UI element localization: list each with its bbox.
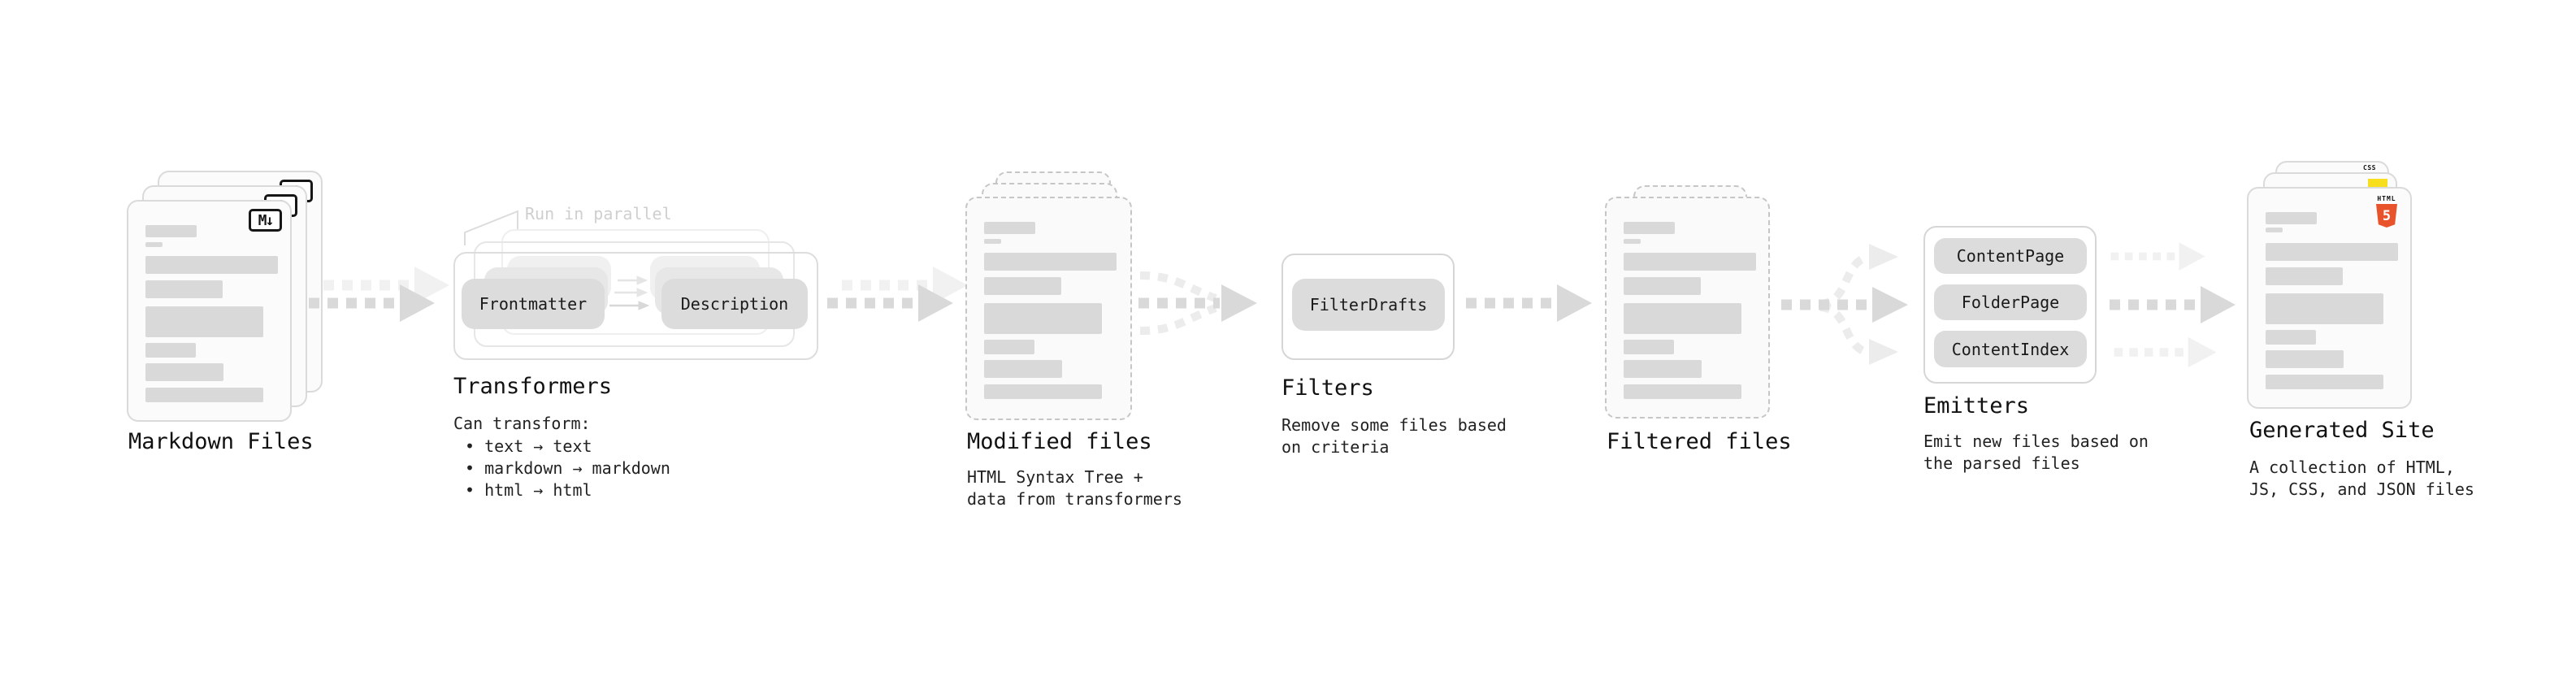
javascript-icon <box>2368 179 2387 189</box>
emitter-pill-contentindex: ContentIndex <box>1934 331 2087 367</box>
desc-line: the parsed files <box>1923 453 2080 473</box>
modified-files-desc: HTML Syntax Tree + data from transformer… <box>967 466 1182 510</box>
filters-label: Filters <box>1281 375 1374 401</box>
flow-arrow-icon <box>2108 280 2238 329</box>
doc-placeholder-lines <box>984 222 1117 419</box>
transformers-bullet-list: text → text markdown → markdown html → h… <box>463 436 670 501</box>
emitter-pill-folderpage: FolderPage <box>1934 284 2087 320</box>
markdown-files-label: Markdown Files <box>128 429 314 454</box>
flow-arrow-icon <box>307 279 437 327</box>
fan-in-arrow-icon <box>1138 271 1257 335</box>
doc-placeholder-lines <box>2266 212 2393 228</box>
flow-arrow-icon <box>826 279 956 327</box>
html5-icon: HTML 5 <box>2373 195 2400 228</box>
callout-line <box>464 210 518 245</box>
generated-site-stack: CSS HTML 5 <box>2247 161 2442 413</box>
doc-placeholder-lines <box>2266 228 2398 407</box>
modified-file-card-front <box>965 197 1132 420</box>
markdown-files-stack: M↓ M↓ M↓ <box>127 171 338 423</box>
filters-desc: Remove some files based on criteria <box>1281 414 1507 458</box>
emitters-label: Emitters <box>1923 393 2030 419</box>
run-in-parallel-annotation: Run in parallel <box>525 204 672 223</box>
desc-line: HTML Syntax Tree + <box>967 467 1143 487</box>
bullet-item: text → text <box>463 436 670 458</box>
desc-line: data from transformers <box>967 489 1182 509</box>
emitter-pill-contentpage: ContentPage <box>1934 238 2087 274</box>
transformers-label: Transformers <box>453 374 613 399</box>
css-icon-word: CSS <box>2363 164 2376 171</box>
generated-site-label: Generated Site <box>2249 418 2435 443</box>
bullet-item: html → html <box>463 479 670 501</box>
generated-file-card-front: HTML 5 <box>2247 187 2412 409</box>
flow-arrow-ghost-icon <box>2113 332 2218 372</box>
bullet-item: markdown → markdown <box>463 458 670 479</box>
transformer-pill-description: Description <box>661 279 808 329</box>
markdown-icon: M↓ <box>249 209 282 232</box>
desc-line: A collection of HTML, <box>2249 458 2455 477</box>
html5-icon-word: HTML <box>2377 195 2396 202</box>
transformer-pill-frontmatter: Frontmatter <box>462 279 605 329</box>
filtered-file-card-front <box>1605 197 1770 419</box>
filtered-files-label: Filtered files <box>1607 429 1792 454</box>
desc-line: on criteria <box>1281 437 1390 457</box>
generated-site-desc: A collection of HTML, JS, CSS, and JSON … <box>2249 457 2474 501</box>
flow-arrow-icon <box>1464 279 1594 327</box>
markdown-file-card-front: M↓ <box>127 200 292 422</box>
transformer-frame-front <box>453 252 818 360</box>
desc-line: JS, CSS, and JSON files <box>2249 479 2474 499</box>
desc-line: Remove some files based <box>1281 415 1507 435</box>
parallel-arrows-icon <box>609 275 650 310</box>
filtered-files-stack <box>1605 185 1784 429</box>
modified-files-stack <box>965 171 1152 423</box>
html5-icon-shield: 5 <box>2376 204 2397 228</box>
html5-icon-number: 5 <box>2382 207 2392 224</box>
modified-files-label: Modified files <box>967 429 1152 454</box>
desc-line: Emit new files based on <box>1923 432 2149 451</box>
transformers-desc-title: Can transform: <box>453 414 591 433</box>
filter-pill-filterdrafts: FilterDrafts <box>1292 279 1445 331</box>
emitters-desc: Emit new files based on the parsed files <box>1923 431 2149 475</box>
doc-placeholder-lines <box>145 225 278 420</box>
flow-arrow-ghost-icon <box>2110 238 2207 275</box>
doc-placeholder-lines <box>1624 222 1756 417</box>
fan-out-arrow-icon <box>1781 244 1908 365</box>
